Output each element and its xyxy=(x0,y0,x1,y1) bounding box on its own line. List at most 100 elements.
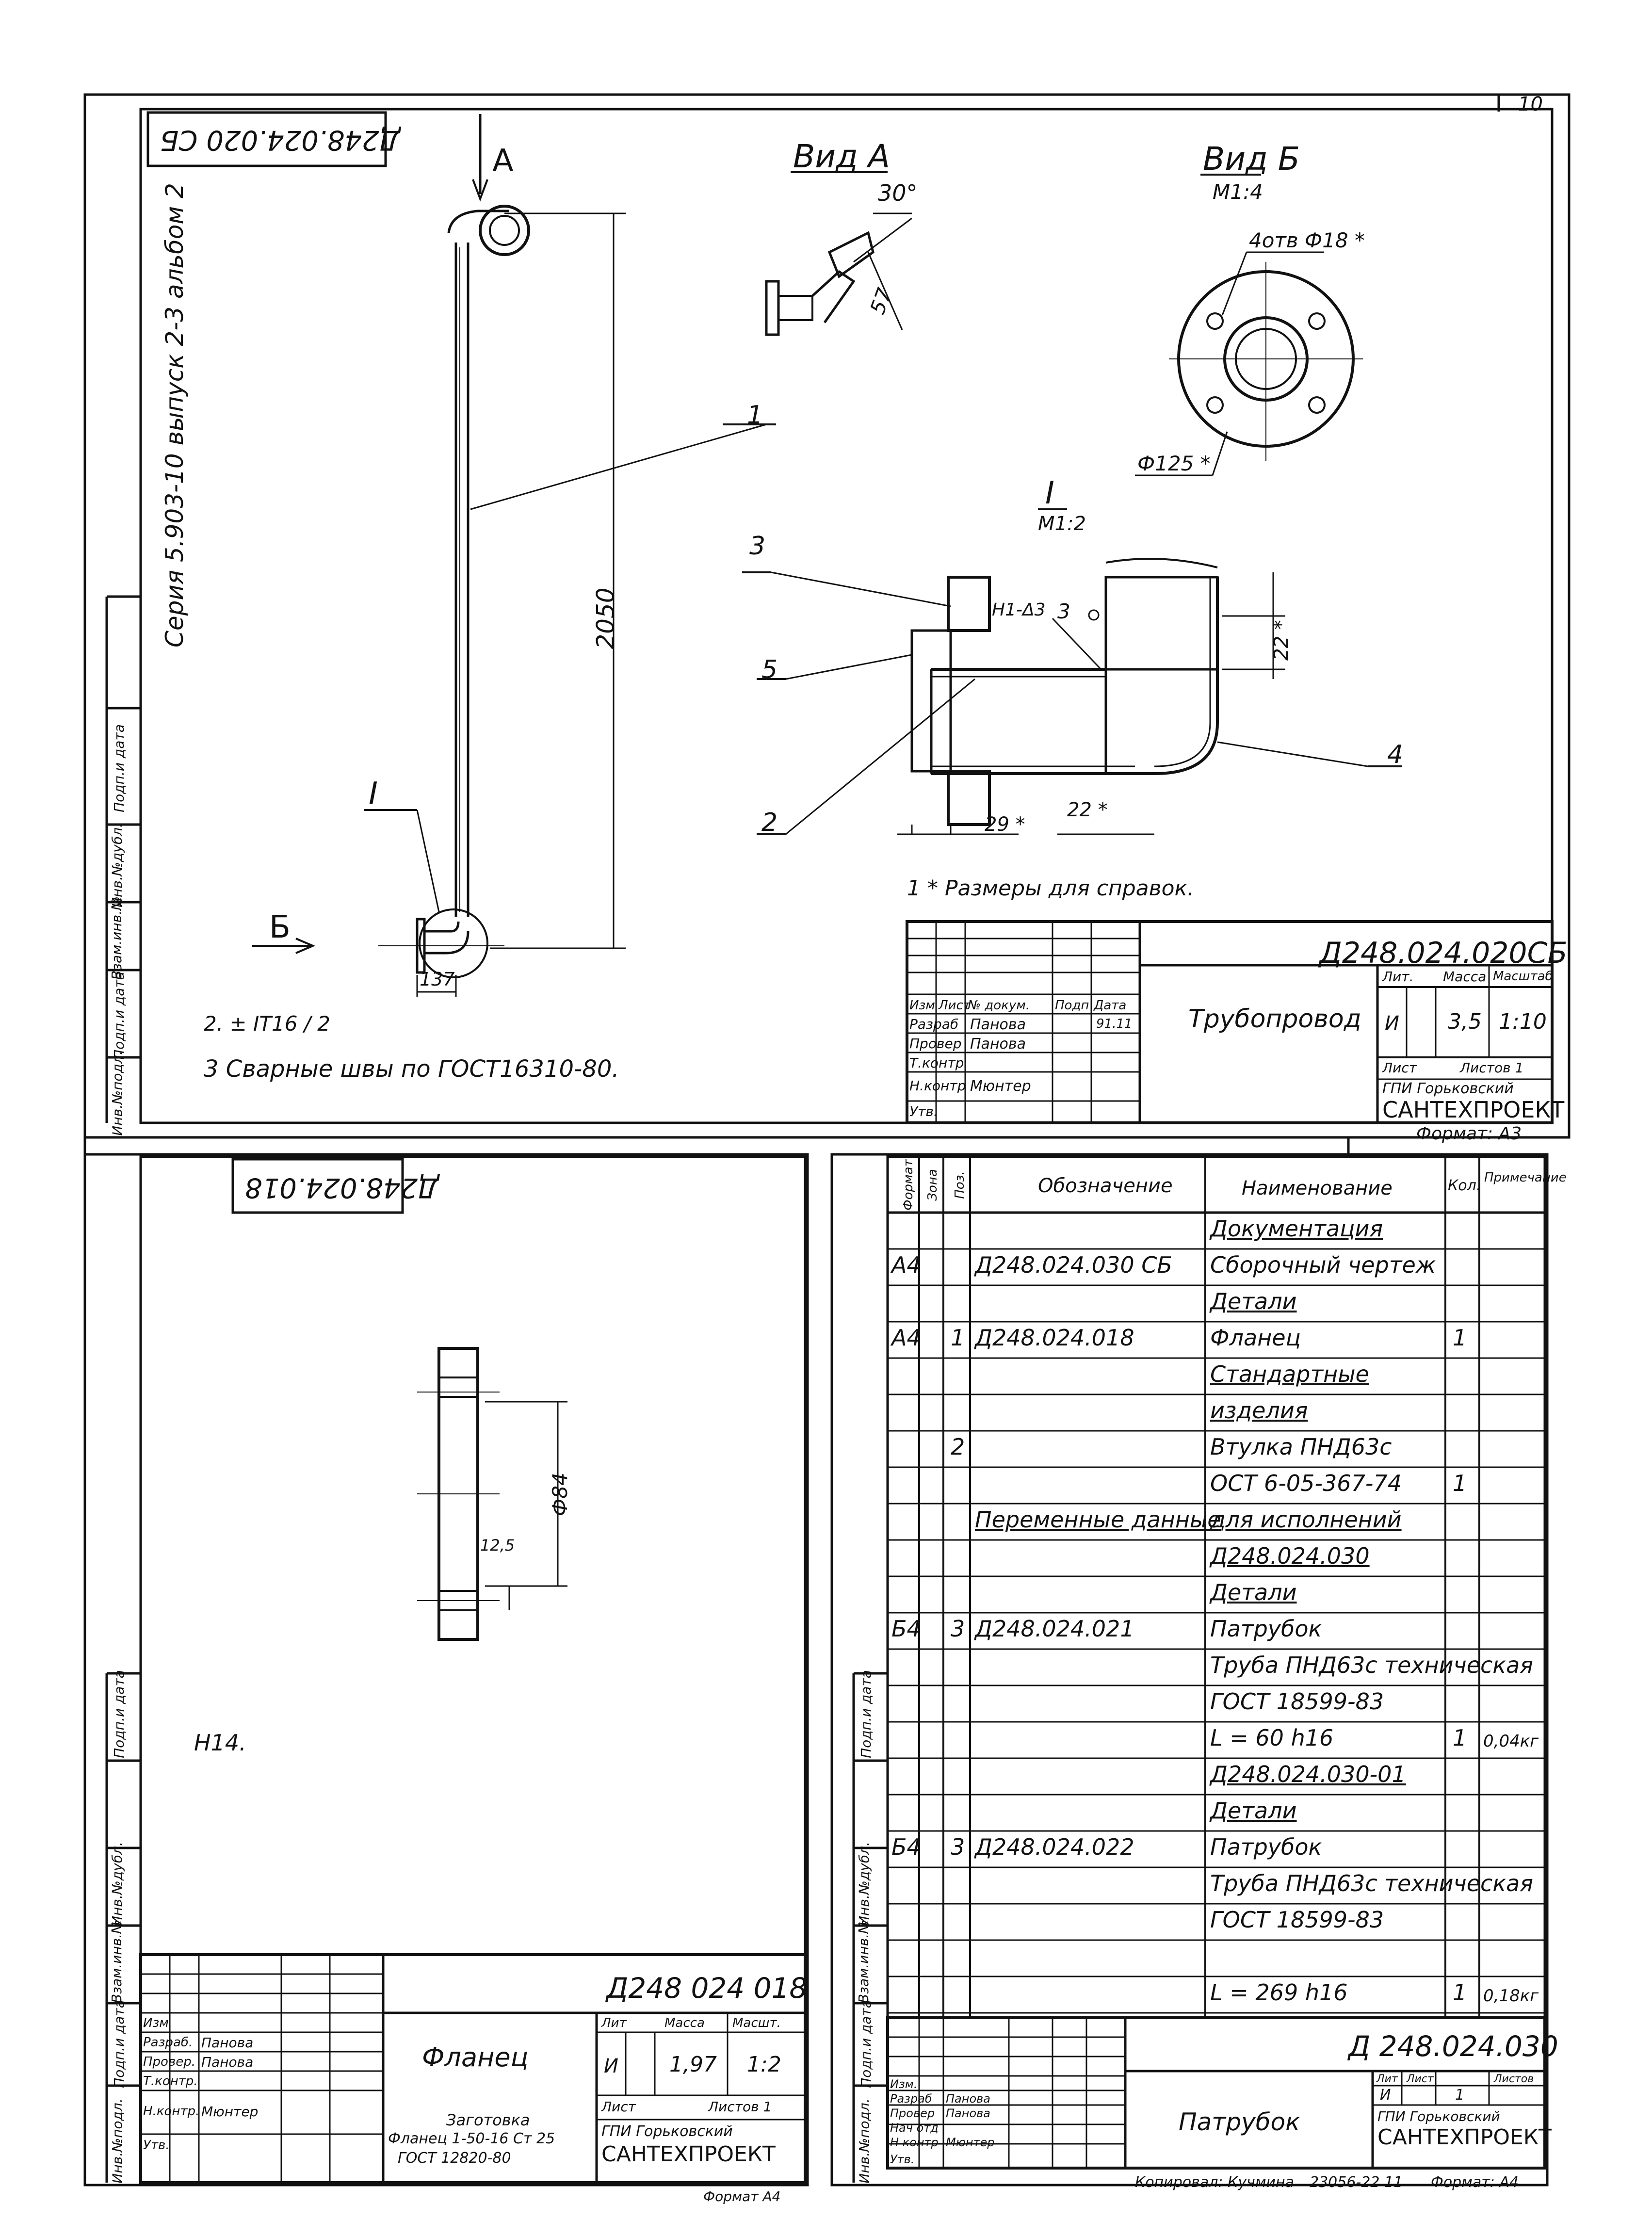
spec-cell-name: Документация xyxy=(1210,1215,1383,1242)
spec-lit-value: И xyxy=(1380,2087,1391,2104)
spec-header-pos: Поз. xyxy=(952,1171,967,1199)
bl-role-1: Разраб. xyxy=(143,2035,193,2050)
spec-cell-code: Д248.024.021 xyxy=(975,1616,1134,1642)
top-sheet-header: Лист xyxy=(1382,1060,1417,1076)
top-title-code: Д248.024.020СБ xyxy=(1319,936,1568,970)
top-tb-name-1: Панова xyxy=(970,1036,1026,1053)
arrow-a-label: А xyxy=(492,143,514,179)
bl-role-3: Т.контр. xyxy=(143,2074,198,2089)
spec-sheet-header: Лист xyxy=(1407,2073,1434,2085)
spec-cell-name: Патрубок xyxy=(1210,1834,1322,1860)
pos-4: 4 xyxy=(1387,740,1404,769)
bl-mass-header: Масса xyxy=(664,2016,705,2030)
arrow-b-label: Б xyxy=(269,909,291,945)
bl-note: Н14. xyxy=(194,1730,246,1756)
spec-cell-note: 0,04кг xyxy=(1483,1732,1539,1751)
spec-row: Д248.024.030 xyxy=(0,1540,1652,1574)
pos-1: 1 xyxy=(747,401,763,430)
view-b-label: Вид Б xyxy=(1203,140,1300,178)
view-a-label: Вид А xyxy=(793,138,890,175)
spec-row: Детали xyxy=(0,1795,1652,1829)
top-tb-name-3: Мюнтер xyxy=(970,1078,1031,1095)
bl-lit-header: Лит xyxy=(601,2016,627,2030)
bl-code-box: Д248.024.018 xyxy=(245,1172,439,1203)
spec-cell-qty: 1 xyxy=(1453,1325,1467,1351)
spec-row: Детали xyxy=(0,1576,1652,1610)
spec-cell-name: Втулка ПНД63с xyxy=(1210,1434,1392,1460)
top-scale-value: 1:10 xyxy=(1499,1009,1547,1034)
spec-role-1: Разраб xyxy=(890,2092,932,2106)
bl-name-4: Мюнтер xyxy=(201,2104,259,2120)
spec-cell-name: Патрубок xyxy=(1210,1616,1322,1642)
detail-mark: I xyxy=(1045,475,1054,511)
note-2: 2. ± IT16 / 2 xyxy=(204,1012,331,1036)
bl-role-5: Утв. xyxy=(143,2138,170,2153)
bl-mass-value: 1,97 xyxy=(669,2052,717,2077)
spec-org-1: ГПИ Горьковский xyxy=(1377,2108,1500,2124)
bl-name-2: Панова xyxy=(201,2054,254,2070)
spec-header-format: Формат xyxy=(901,1159,916,1211)
top-lit-header: Лит. xyxy=(1382,969,1414,985)
spec-row: Труба ПНД63с техническая xyxy=(0,1867,1652,1901)
bl-format: Формат А4 xyxy=(703,2188,781,2204)
bl-sheets-header: Листов 1 xyxy=(708,2099,772,2115)
spec-cell-name: для исполнений xyxy=(1210,1506,1402,1533)
length-dim: 2050 xyxy=(591,587,620,649)
bl-scale-value: 1:2 xyxy=(747,2052,781,2077)
top-format: Формат: А3 xyxy=(1416,1124,1522,1144)
spec-cell-code: Д248.024.022 xyxy=(975,1834,1134,1860)
bl-scale-header: Масшт. xyxy=(732,2016,781,2030)
spec-role-5: Утв. xyxy=(890,2153,915,2166)
top-tb-role-4: Утв. xyxy=(909,1103,938,1119)
top-stamp-4: Подп.и дата xyxy=(111,724,127,812)
spec-cell-name: ГОСТ 18599-83 xyxy=(1210,1907,1384,1933)
spec-role-3: Нач отд xyxy=(890,2121,939,2135)
dim-22-horizontal: 22 * xyxy=(1067,799,1108,821)
top-tb-date: 91.11 xyxy=(1096,1017,1133,1031)
spec-header-name: Наименование xyxy=(1242,1177,1393,1199)
top-tb-name-0: Панова xyxy=(970,1016,1026,1033)
spec-cell-pos: 2 xyxy=(951,1434,965,1460)
spec-row: ГОСТ 18599-83 xyxy=(0,1904,1652,1938)
series-side-text: Серия 5.903-10 выпуск 2-3 альбом 2 xyxy=(161,183,189,648)
spec-stamp-2: Взам.инв.№ xyxy=(856,1919,872,2004)
spec-role-0: Изм. xyxy=(890,2077,918,2091)
top-stamp-0: Инв.№подл. xyxy=(109,1051,126,1136)
top-tb-head-3: Подп xyxy=(1055,998,1089,1013)
offset-dim: 137 xyxy=(420,969,455,990)
bl-title-code: Д248 024 018 xyxy=(606,1972,808,2005)
spec-cell-pos: 3 xyxy=(951,1616,965,1642)
top-tb-role-3: Н.контр xyxy=(909,1078,966,1094)
spec-format: Формат: А4 xyxy=(1431,2174,1519,2191)
note-3: 3 Сварные швы по ГОСТ16310-80. xyxy=(204,1055,619,1083)
spec-cell-code: Переменные данные xyxy=(975,1506,1221,1533)
spec-cell-pos: 3 xyxy=(951,1834,965,1860)
bl-dim-width: 12,5 xyxy=(480,1536,515,1555)
top-tb-role-1: Провер xyxy=(909,1036,962,1052)
view-b-scale: М1:4 xyxy=(1213,180,1263,204)
spec-sheet-value: 1 xyxy=(1455,2087,1465,2104)
spec-cell-code: Д248.024.030 СБ xyxy=(975,1252,1172,1278)
spec-row xyxy=(0,1940,1652,1974)
bl-stamp-1: Подп.и дата xyxy=(111,2000,127,2088)
spec-row: Документация xyxy=(0,1213,1652,1247)
spec-cell-name: Труба ПНД63с техническая xyxy=(1210,1652,1533,1678)
page-number: 10 xyxy=(1518,93,1543,115)
top-tb-head-1: Лист xyxy=(939,998,971,1013)
top-tb-role-2: Т.контр xyxy=(909,1055,964,1071)
detail-scale: М1:2 xyxy=(1038,513,1086,535)
bl-org-1: ГПИ Горьковский xyxy=(601,2123,733,2140)
spec-row: Д248.024.030-01 xyxy=(0,1758,1652,1792)
spec-stamp-3: Инв.№дубл. xyxy=(856,1842,872,1926)
spec-lit-header: Лит xyxy=(1377,2073,1398,2085)
top-org-1: ГПИ Горьковский xyxy=(1382,1080,1514,1097)
spec-cell-name: Детали xyxy=(1210,1579,1297,1605)
spec-row: изделия xyxy=(0,1394,1652,1428)
spec-cell-qty: 1 xyxy=(1453,1470,1467,1496)
